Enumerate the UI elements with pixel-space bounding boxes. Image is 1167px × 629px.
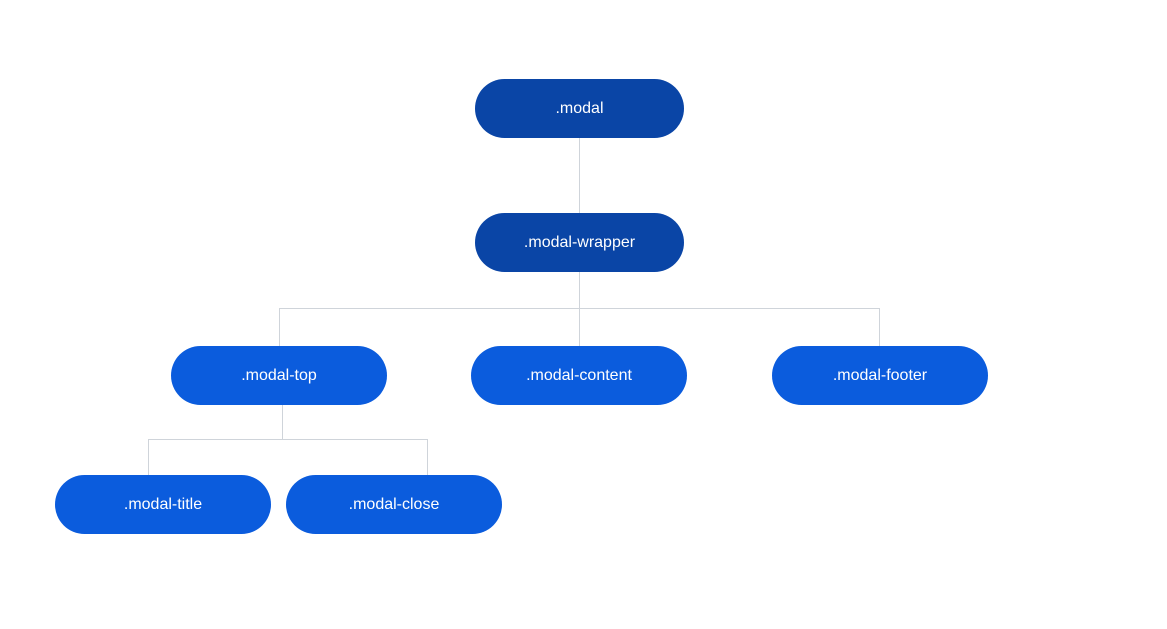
connector-to-modal-top [279, 308, 280, 346]
node-modal-title: .modal-title [55, 475, 271, 534]
node-modal: .modal [475, 79, 684, 138]
node-modal-close: .modal-close [286, 475, 502, 534]
connector-to-modal-title [148, 439, 149, 475]
node-modal-content: .modal-content [471, 346, 687, 405]
connector-wrapper-stem [579, 271, 580, 309]
connector-top-stem [282, 404, 283, 440]
node-modal-wrapper: .modal-wrapper [475, 213, 684, 272]
connector-modal-to-wrapper [579, 138, 580, 213]
node-modal-top: .modal-top [171, 346, 387, 405]
node-modal-footer: .modal-footer [772, 346, 988, 405]
connector-top-horizontal [148, 439, 428, 440]
connector-to-modal-close [427, 439, 428, 475]
connector-to-modal-content [579, 308, 580, 346]
connector-to-modal-footer [879, 308, 880, 346]
